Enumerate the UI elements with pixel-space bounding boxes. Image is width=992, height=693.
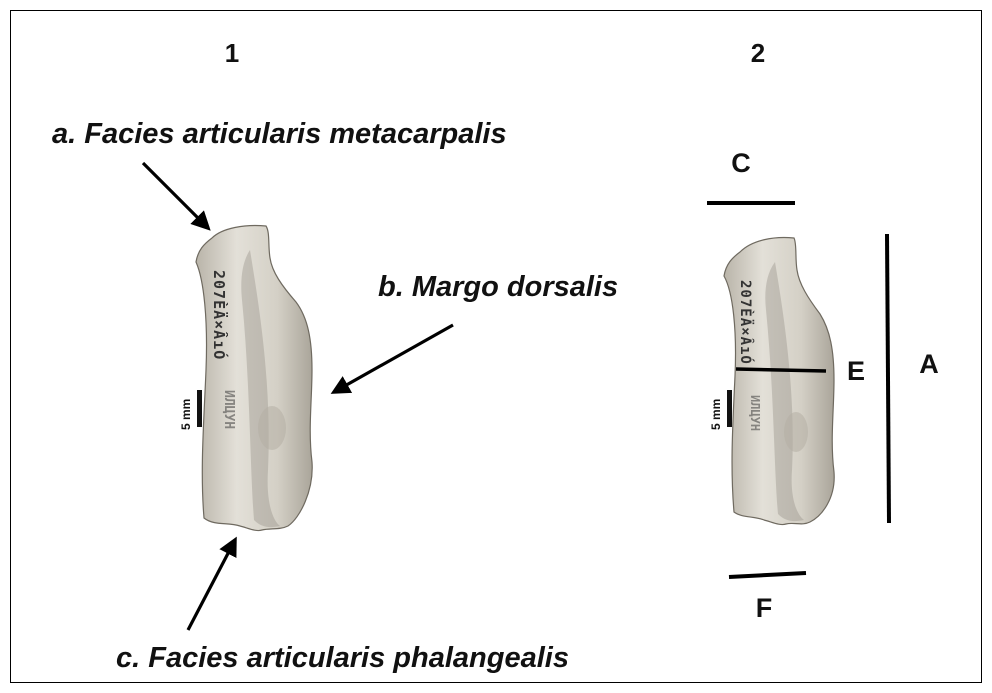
svg-text:207ÈÄ×ÂıÓ: 207ÈÄ×ÂıÓ [210, 270, 229, 360]
scale-bar-2 [727, 390, 732, 427]
svg-text:ИЛЦУН: ИЛЦУН [748, 395, 762, 431]
scale-label-2: 5 mm [709, 399, 723, 430]
measure-label-e: E [847, 356, 865, 386]
measure-label-a: A [919, 349, 939, 379]
label-a-facies-articularis-metacarpalis: a. Facies articularis metacarpalis [52, 118, 507, 150]
measure-line-e [736, 369, 826, 371]
scale-bar-1 [197, 390, 202, 427]
measure-label-c: C [731, 148, 751, 178]
measure-line-a [887, 234, 889, 523]
scale-label-1: 5 mm [179, 399, 193, 430]
panel-1-number: 1 [225, 38, 239, 68]
panel-2-number: 2 [751, 38, 765, 68]
figure-frame [11, 11, 982, 683]
svg-text:ИЛЦУН: ИЛЦУН [221, 390, 236, 429]
label-c-facies-articularis-phalangealis: c. Facies articularis phalangealis [116, 642, 569, 674]
label-b-margo-dorsalis: b. Margo dorsalis [378, 271, 618, 303]
svg-text:207ÈÄ×ÂıÓ: 207ÈÄ×ÂıÓ [737, 280, 755, 365]
measure-label-f: F [756, 593, 773, 623]
